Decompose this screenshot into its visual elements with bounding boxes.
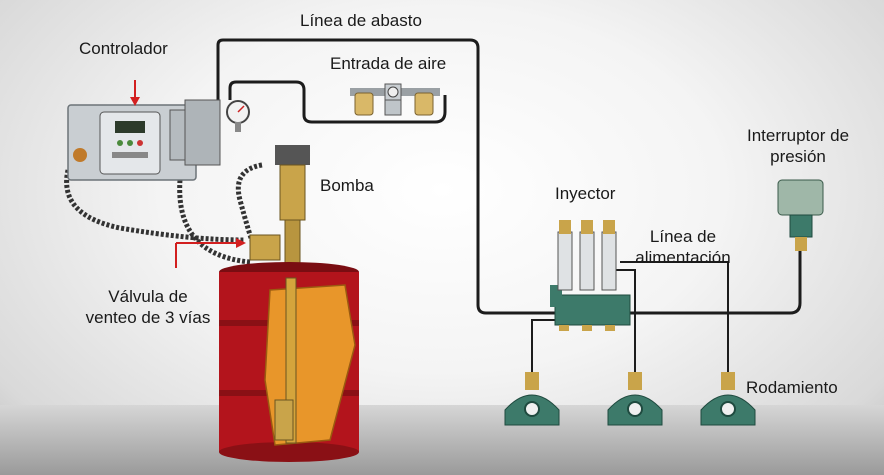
air-line — [228, 80, 447, 124]
controller-hose — [64, 169, 246, 243]
label-vent-valve-line1: Válvula de — [108, 287, 188, 306]
label-pressure-switch-line1: Interruptor de — [746, 126, 850, 145]
controller-arrow — [130, 80, 140, 106]
label-pressure-switch: Interruptor de presión — [738, 125, 858, 167]
label-pressure-switch-line2: presión — [770, 147, 826, 166]
label-pump: Bomba — [320, 176, 374, 195]
controller-hose-2 — [177, 179, 251, 265]
pillow-block-bearing-icon-1 — [504, 372, 560, 426]
label-supply-line: Línea de abasto — [300, 11, 422, 30]
label-injector: Inyector — [555, 184, 616, 203]
pressure-gauge-icon — [226, 100, 250, 132]
pillow-block-bearing-icon-3 — [700, 372, 756, 426]
supply-line-return — [628, 250, 802, 315]
feed-line-1 — [531, 319, 555, 372]
label-feed-line-line1: Línea de — [649, 227, 717, 246]
feed-line-3 — [620, 261, 729, 372]
supply-line — [216, 38, 555, 315]
label-vent-valve-line2: venteo de 3 vías — [85, 308, 211, 327]
pillow-block-bearing-icon-2 — [607, 372, 663, 426]
pump-icon — [249, 145, 310, 266]
valve-arrow — [175, 238, 246, 268]
pressure-switch-icon — [777, 179, 824, 251]
controller-icon — [67, 99, 221, 181]
label-feed-line: Línea de alimentación — [628, 226, 738, 268]
drum-icon — [219, 262, 359, 462]
feed-line-2 — [610, 269, 636, 372]
label-feed-line-line2: alimentación — [635, 248, 731, 267]
label-controller: Controlador — [79, 39, 168, 58]
label-vent-valve: Válvula de venteo de 3 vías — [82, 286, 214, 328]
label-bearing: Rodamiento — [746, 378, 838, 397]
injector-icon — [550, 220, 631, 331]
air-filter-icon — [350, 83, 440, 116]
label-air-inlet: Entrada de aire — [330, 54, 447, 73]
